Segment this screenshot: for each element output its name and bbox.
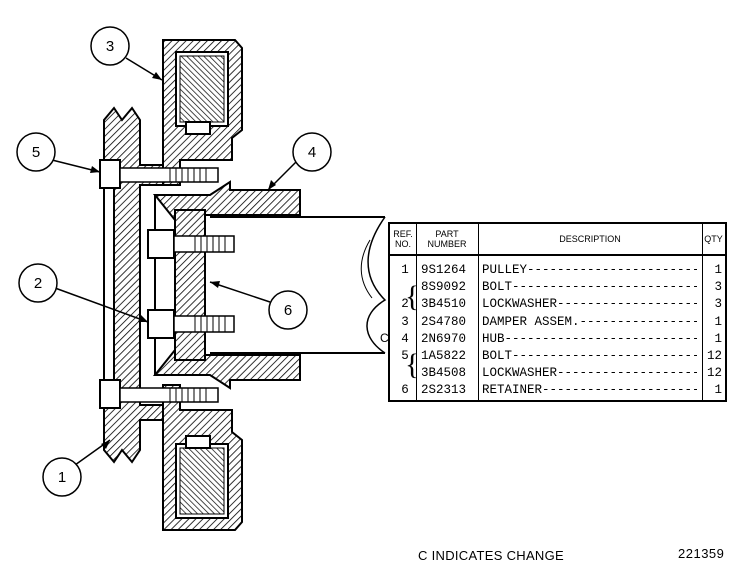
damper-assembly — [162, 39, 243, 531]
table-row: 2 3B4510 LOCKWASHER-----------------------… — [390, 296, 725, 313]
change-marker: C — [380, 331, 389, 345]
bolts — [147, 229, 235, 339]
callout-2-number: 2 — [34, 275, 42, 292]
callout-1-number: 1 — [58, 469, 66, 486]
row-description: LOCKWASHER------------------------------… — [482, 297, 697, 312]
callout-5: 5 — [16, 132, 56, 172]
table-row: 8S9092 BOLT------------------------------… — [390, 279, 725, 296]
table-row: 5 1A5822 BOLT-----------------------------… — [390, 348, 725, 365]
table-row: 6 2S2313 RETAINER-------------------------… — [390, 382, 725, 399]
row-part-number: 2N6970 — [421, 331, 467, 346]
row-description: LOCKWASHER------------------------------… — [482, 366, 697, 381]
row-ref: 1 — [401, 263, 409, 277]
table-row: 1 9S1264 PULLEY---------------------------… — [390, 262, 725, 279]
callout-4-number: 4 — [308, 144, 316, 161]
row-ref: 3 — [401, 314, 409, 329]
row-description: DAMPER ASSEM.---------------------------… — [482, 314, 697, 329]
row-part-number: 1A5822 — [421, 349, 467, 363]
row-part-number: 3B4510 — [421, 297, 467, 312]
row-ref: 4 — [401, 331, 409, 346]
header-ref: REF.NO. — [393, 229, 413, 249]
pulley — [103, 106, 164, 464]
row-qty: 3 — [714, 280, 722, 295]
drawing-number: 221359 — [678, 546, 725, 561]
callout-4: 4 — [292, 132, 332, 172]
row-qty: 1 — [714, 263, 722, 277]
row-part-number: 2S2313 — [421, 383, 467, 398]
row-description: BOLT------------------------------------… — [482, 349, 697, 363]
row-part-number: 8S9092 — [421, 280, 467, 295]
row-part-number: 2S4780 — [421, 314, 467, 329]
callout-3: 3 — [90, 26, 130, 66]
row-description: RETAINER--------------------------------… — [482, 383, 697, 398]
callout-1: 1 — [42, 457, 82, 497]
row-description: HUB-------------------------------------… — [482, 331, 697, 346]
row-qty: 12 — [706, 349, 722, 363]
row-ref: 5 — [401, 349, 409, 363]
row-ref: 2 — [401, 297, 409, 312]
header-description: DESCRIPTION — [559, 234, 621, 244]
row-part-number: 9S1264 — [421, 263, 467, 277]
row-description: BOLT------------------------------------… — [482, 280, 697, 295]
retainer — [174, 209, 206, 361]
row-qty: 1 — [714, 331, 722, 346]
callout-6-number: 6 — [284, 302, 292, 319]
ref-2-brace: { — [405, 280, 420, 313]
row-qty: 3 — [714, 297, 722, 312]
pulley-bolts — [99, 159, 219, 409]
callout-2: 2 — [18, 263, 58, 303]
callout-5-number: 5 — [32, 144, 40, 161]
ref-5-brace: { — [405, 348, 420, 381]
shaft — [210, 216, 387, 354]
row-ref: 6 — [401, 383, 409, 398]
header-qty: QTY — [704, 234, 723, 244]
table-row: 3 2S4780 DAMPER ASSEM.--------------------… — [390, 314, 725, 331]
row-part-number: 3B4508 — [421, 366, 467, 381]
callout-3-number: 3 — [106, 38, 114, 55]
table-row: 3B4508 LOCKWASHER------------------------… — [390, 365, 725, 382]
row-qty: 1 — [714, 383, 722, 398]
table-row: 4 2N6970 HUB------------------------------… — [390, 331, 725, 348]
change-note: C INDICATES CHANGE — [418, 548, 565, 563]
row-qty: 1 — [714, 314, 722, 329]
row-description: PULLEY----------------------------------… — [482, 263, 697, 277]
row-qty: 12 — [706, 366, 722, 381]
callout-6: 6 — [268, 290, 308, 330]
